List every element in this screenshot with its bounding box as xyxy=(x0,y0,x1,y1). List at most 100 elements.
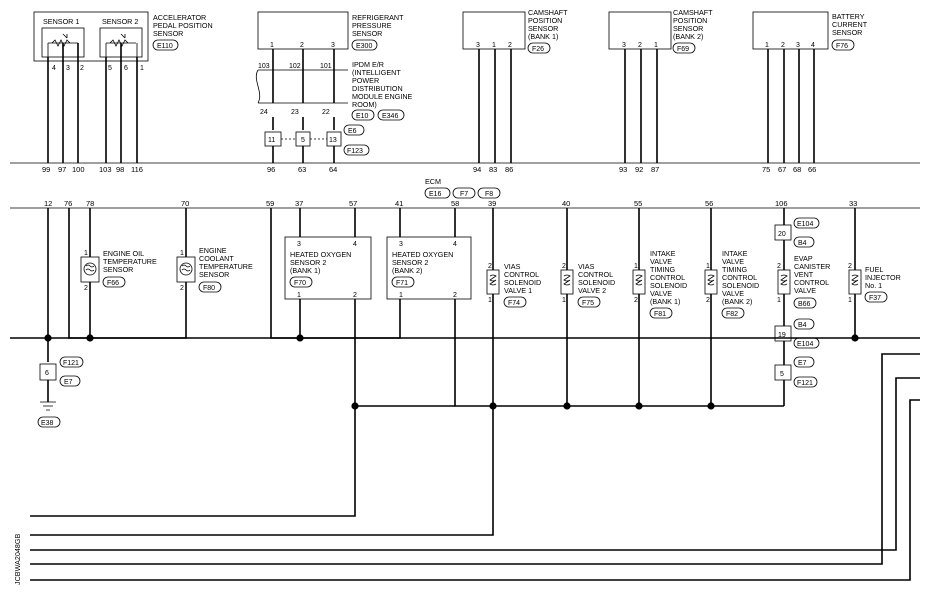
svg-text:2: 2 xyxy=(84,285,88,292)
ecm-pin: 40 xyxy=(562,199,570,208)
connector-e7: E7 xyxy=(59,375,81,387)
svg-text:F82: F82 xyxy=(726,311,738,318)
intake-valve-timing-solenoid-bank-1: 1 2 INTAKE VALVE TIMING CONTROL SOLENOID… xyxy=(632,249,687,319)
connector-e300: E300 xyxy=(351,39,378,51)
cmp2-name-4: (BANK 2) xyxy=(673,32,703,41)
junction-dots xyxy=(44,334,859,410)
app-pin: 4 xyxy=(52,65,56,72)
svg-text:F81: F81 xyxy=(654,311,666,318)
connector-f69: F69 xyxy=(672,42,696,54)
svg-text:SENSOR: SENSOR xyxy=(103,265,133,274)
ipdm-name-5: MODULE ENGINE xyxy=(352,92,413,101)
ipdm-name-6: ROOM) xyxy=(352,100,377,109)
connector-f121-2: F121 xyxy=(793,376,818,388)
cmp1-name-3: SENSOR xyxy=(528,24,558,33)
svg-text:6: 6 xyxy=(45,370,49,377)
svg-text:CANISTER: CANISTER xyxy=(794,262,830,271)
svg-text:2: 2 xyxy=(706,297,710,304)
svg-text:TIMING: TIMING xyxy=(722,265,748,274)
ecm-pin: 76 xyxy=(64,199,72,208)
svg-text:F74: F74 xyxy=(508,300,520,307)
bat-pin: 3 xyxy=(796,42,800,49)
thermistor-icon xyxy=(85,264,95,272)
svg-text:CONTROL: CONTROL xyxy=(794,278,829,287)
ecm-pin: 57 xyxy=(349,199,357,208)
connector-e7-2: E7 xyxy=(793,356,815,368)
cmp1-pin: 2 xyxy=(508,42,512,49)
svg-text:4: 4 xyxy=(453,241,457,248)
svg-text:F121: F121 xyxy=(63,360,79,367)
ecm-pin: 103 xyxy=(99,165,112,174)
svg-text:VIAS: VIAS xyxy=(578,262,595,271)
svg-text:3: 3 xyxy=(399,241,403,248)
joint-pin: 5 xyxy=(301,137,305,144)
svg-text:2: 2 xyxy=(453,292,457,299)
return-wire-4 xyxy=(30,399,920,581)
svg-text:VALVE 1: VALVE 1 xyxy=(504,286,532,295)
connector-f71: F71 xyxy=(391,276,415,288)
joint-pin: 11 xyxy=(268,137,275,144)
svg-text:E7: E7 xyxy=(64,379,73,386)
ecm-pin: 37 xyxy=(295,199,303,208)
ecm-pin: 56 xyxy=(705,199,713,208)
app-pin: 5 xyxy=(108,65,112,72)
svg-text:FUEL: FUEL xyxy=(865,265,883,274)
ipdm-name-4: DISTRIBUTION xyxy=(352,84,403,93)
svg-text:1: 1 xyxy=(84,250,88,257)
vias-control-solenoid-valve-1: 2 1 VIAS CONTROL SOLENOID VALVE 1 F74 xyxy=(486,262,541,308)
ecm-pin: 98 xyxy=(116,165,124,174)
svg-text:HEATED OXYGEN: HEATED OXYGEN xyxy=(392,250,453,259)
ipdm-pin: 102 xyxy=(289,63,301,70)
svg-text:1: 1 xyxy=(848,297,852,304)
svg-text:F123: F123 xyxy=(347,148,363,155)
solenoid-wires xyxy=(30,208,856,536)
svg-text:F69: F69 xyxy=(677,46,689,53)
ecm-pin: 86 xyxy=(505,165,513,174)
app-pin: 1 xyxy=(140,65,144,72)
svg-text:F26: F26 xyxy=(532,46,544,53)
ipdm-pin: 23 xyxy=(291,109,299,116)
cmp2-pin: 3 xyxy=(622,42,626,49)
svg-text:2: 2 xyxy=(634,297,638,304)
ecm-pin: 70 xyxy=(181,199,189,208)
connector-f7: F7 xyxy=(452,187,476,199)
ecm-pin: 100 xyxy=(72,165,85,174)
vias-control-solenoid-valve-2: 2 1 VIAS CONTROL SOLENOID VALVE 2 F75 xyxy=(560,262,615,308)
svg-text:1: 1 xyxy=(634,263,638,270)
solenoid-icon xyxy=(780,274,788,286)
svg-text:2: 2 xyxy=(353,292,357,299)
svg-text:B4: B4 xyxy=(798,240,807,247)
heated-oxygen-sensor-2-bank-2: 3 4 1 2 HEATED OXYGEN SENSOR 2 (BANK 2) … xyxy=(386,236,472,300)
ecm-pin: 67 xyxy=(778,165,786,174)
svg-text:E104: E104 xyxy=(797,341,813,348)
svg-text:SOLENOID: SOLENOID xyxy=(722,281,759,290)
svg-text:F70: F70 xyxy=(294,280,306,287)
heated-oxygen-sensor-2-bank-1: 3 4 1 2 HEATED OXYGEN SENSOR 2 (BANK 1) … xyxy=(284,236,372,300)
svg-text:F80: F80 xyxy=(203,285,215,292)
ipdm-name-1: IPDM E/R xyxy=(352,60,384,69)
svg-text:SOLENOID: SOLENOID xyxy=(650,281,687,290)
connector-b4: B4 xyxy=(793,236,815,248)
app-sensor-name-2: PEDAL POSITION xyxy=(153,21,213,30)
ref-name-2: PRESSURE xyxy=(352,21,392,30)
svg-text:2: 2 xyxy=(777,263,781,270)
ecm-pin: 93 xyxy=(619,165,627,174)
cmp2-name-3: SENSOR xyxy=(673,24,703,33)
connector-f82: F82 xyxy=(721,307,745,319)
svg-text:1: 1 xyxy=(777,297,781,304)
svg-text:ENGINE: ENGINE xyxy=(199,246,227,255)
cmp1-name-4: (BANK 1) xyxy=(528,32,558,41)
camshaft-position-sensor-bank-2: 3 2 1 CAMSHAFT POSITION SENSOR (BANK 2) … xyxy=(608,8,713,174)
svg-text:E110: E110 xyxy=(157,43,173,50)
ipdm-pin: 103 xyxy=(258,63,270,70)
svg-text:F8: F8 xyxy=(485,191,493,198)
app-pin: 6 xyxy=(124,65,128,72)
ref-name-3: SENSOR xyxy=(352,29,382,38)
ecm-pin: 39 xyxy=(488,199,496,208)
connector-e10: E10 xyxy=(351,109,375,121)
svg-text:20: 20 xyxy=(778,231,786,238)
connector-f66: F66 xyxy=(102,276,126,288)
connector-f76: F76 xyxy=(831,39,855,51)
ipdm-pin: 101 xyxy=(320,63,332,70)
